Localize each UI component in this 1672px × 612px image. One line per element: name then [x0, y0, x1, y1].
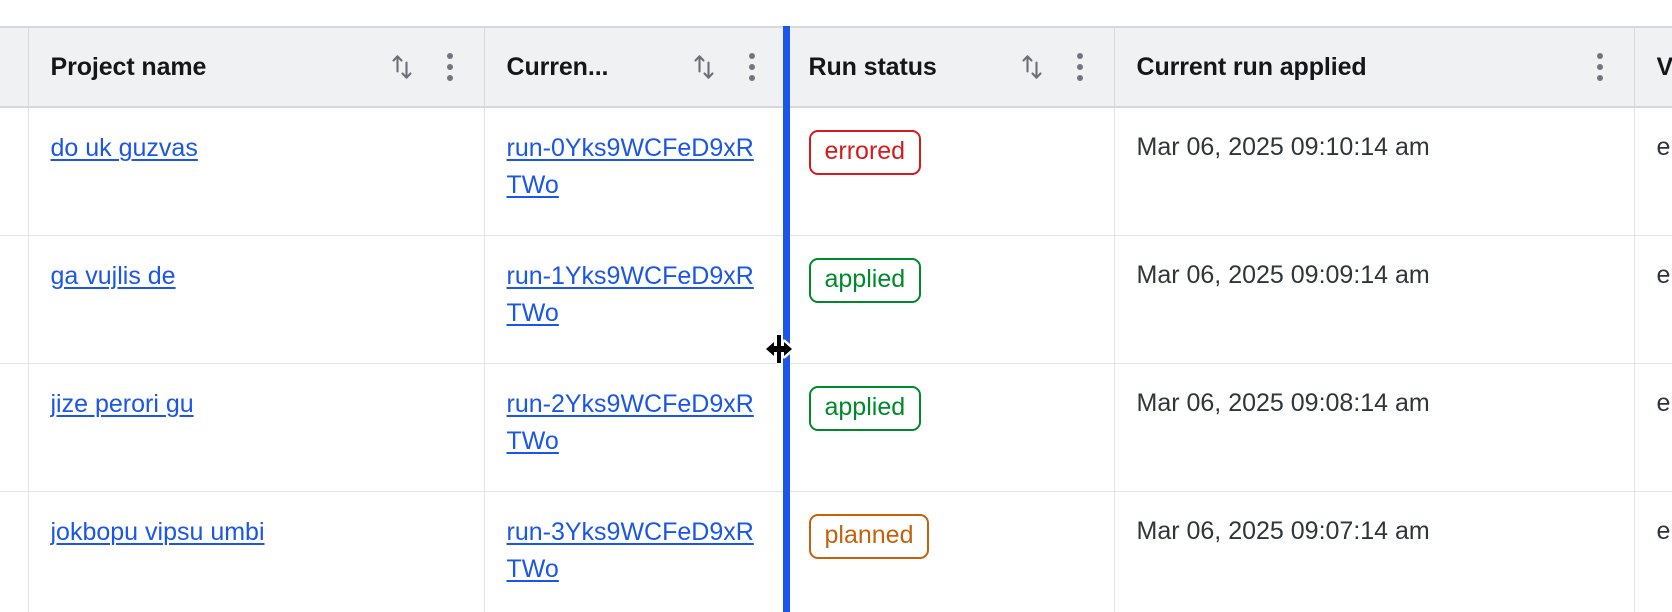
- next-column-value: e: [1656, 516, 1671, 545]
- cell-current-run-applied: Mar 06, 2025 09:08:14 am: [1114, 363, 1635, 492]
- current-run-link[interactable]: run-1Yks9WCFeD9xRTWo: [506, 261, 754, 327]
- table-header: Project name: [0, 27, 1672, 108]
- column-resize-guide[interactable]: [783, 26, 790, 612]
- cell-project-name: do uk guzvas: [28, 107, 485, 236]
- applied-timestamp: Mar 06, 2025 09:07:14 am: [1136, 516, 1430, 545]
- cell-run-status: planned: [786, 491, 1115, 612]
- next-column-value: e: [1656, 388, 1671, 417]
- column-header-label-project-name: Project name: [50, 52, 207, 81]
- row-select-cell[interactable]: [0, 107, 29, 236]
- next-column-value: e: [1656, 260, 1671, 289]
- column-header-next-column[interactable]: V: [1634, 27, 1672, 108]
- status-badge: applied: [808, 257, 922, 303]
- cell-current-run: run-2Yks9WCFeD9xRTWo: [484, 363, 787, 492]
- sort-arrows-icon[interactable]: [388, 50, 416, 84]
- status-badge: applied: [808, 385, 922, 431]
- projects-table: Project name: [0, 26, 1672, 612]
- cell-next-column: e: [1634, 235, 1672, 364]
- current-run-link[interactable]: run-3Yks9WCFeD9xRTWo: [506, 517, 754, 583]
- column-header-current-run[interactable]: Curren...: [484, 27, 787, 108]
- project-name-link[interactable]: jokbopu vipsu umbi: [50, 517, 265, 546]
- applied-timestamp: Mar 06, 2025 09:10:14 am: [1136, 133, 1430, 161]
- project-name-link[interactable]: jize perori gu: [50, 389, 194, 418]
- cell-project-name: jokbopu vipsu umbi: [28, 491, 485, 612]
- table-row: jokbopu vipsu umbi run-3Yks9WCFeD9xRTWo …: [0, 491, 1672, 612]
- column-header-label-next-column: V: [1656, 52, 1672, 81]
- cell-current-run-applied: Mar 06, 2025 09:09:14 am: [1114, 235, 1635, 364]
- row-select-cell[interactable]: [0, 235, 29, 364]
- cell-run-status: applied: [786, 363, 1115, 492]
- project-name-link[interactable]: ga vujlis de: [50, 261, 176, 290]
- table-row: do uk guzvas run-0Yks9WCFeD9xRTWo errore…: [0, 107, 1672, 236]
- row-select-cell[interactable]: [0, 363, 29, 492]
- current-run-link[interactable]: run-0Yks9WCFeD9xRTWo: [506, 134, 754, 199]
- current-run-link[interactable]: run-2Yks9WCFeD9xRTWo: [506, 389, 754, 455]
- kebab-menu-icon[interactable]: [1068, 50, 1092, 84]
- cell-run-status: applied: [786, 235, 1115, 364]
- column-header-label-run-status: Run status: [808, 52, 937, 81]
- column-header-run-status[interactable]: Run status: [786, 27, 1115, 108]
- kebab-menu-icon[interactable]: [1588, 50, 1612, 84]
- column-header-label-current-run-applied: Current run applied: [1136, 52, 1367, 81]
- kebab-menu-icon[interactable]: [740, 50, 764, 84]
- applied-timestamp: Mar 06, 2025 09:09:14 am: [1136, 260, 1430, 289]
- column-header-current-run-applied[interactable]: Current run applied: [1114, 27, 1635, 108]
- sort-arrows-icon[interactable]: [690, 50, 718, 84]
- cell-current-run: run-3Yks9WCFeD9xRTWo: [484, 491, 787, 612]
- next-column-value: e: [1656, 133, 1671, 161]
- cell-current-run: run-1Yks9WCFeD9xRTWo: [484, 235, 787, 364]
- column-header-project-name[interactable]: Project name: [28, 27, 485, 108]
- cell-project-name: ga vujlis de: [28, 235, 485, 364]
- column-header-label-current-run: Curren...: [506, 52, 609, 81]
- cell-next-column: e: [1634, 491, 1672, 612]
- cell-current-run-applied: Mar 06, 2025 09:10:14 am: [1114, 107, 1635, 236]
- row-select-cell[interactable]: [0, 491, 29, 612]
- table-row: jize perori gu run-2Yks9WCFeD9xRTWo appl…: [0, 363, 1672, 492]
- table-header-row: Project name: [0, 27, 1672, 108]
- cell-current-run: run-0Yks9WCFeD9xRTWo: [484, 107, 787, 236]
- project-name-link[interactable]: do uk guzvas: [50, 134, 198, 162]
- cell-current-run-applied: Mar 06, 2025 09:07:14 am: [1114, 491, 1635, 612]
- cell-project-name: jize perori gu: [28, 363, 485, 492]
- cell-next-column: e: [1634, 363, 1672, 492]
- table-body: do uk guzvas run-0Yks9WCFeD9xRTWo errore…: [0, 107, 1672, 612]
- sort-arrows-icon[interactable]: [1018, 50, 1046, 84]
- kebab-menu-icon[interactable]: [438, 50, 462, 84]
- applied-timestamp: Mar 06, 2025 09:08:14 am: [1136, 388, 1430, 417]
- cell-run-status: errored: [786, 107, 1115, 236]
- cell-next-column: e: [1634, 107, 1672, 236]
- status-badge: errored: [808, 130, 922, 175]
- projects-table-container: Project name: [0, 26, 1672, 612]
- status-badge: planned: [808, 513, 930, 559]
- table-row: ga vujlis de run-1Yks9WCFeD9xRTWo applie…: [0, 235, 1672, 364]
- column-header-select[interactable]: [0, 27, 29, 108]
